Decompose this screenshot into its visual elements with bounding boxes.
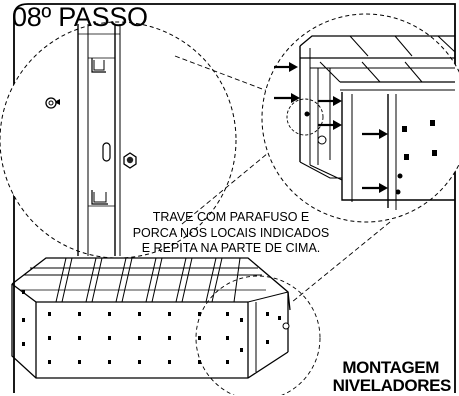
section-label-line-2: NIVELADORES xyxy=(332,376,452,395)
instruction-text: TRAVE COM PARAFUSO E PORCA NOS LOCAIS IN… xyxy=(88,210,374,257)
instruction-line-1: TRAVE COM PARAFUSO E xyxy=(152,210,310,224)
instruction-line-3: E REPITA NA PARTE DE CIMA. xyxy=(141,241,321,255)
step-title: 08º PASSO xyxy=(12,2,148,32)
page-frame xyxy=(13,3,456,393)
leader-line-right xyxy=(291,221,391,303)
section-label-line-1: MONTAGEM xyxy=(342,358,439,377)
detail-circle-bolt xyxy=(0,21,237,259)
instruction-line-2: PORCA NOS LOCAIS INDICADOS xyxy=(132,225,330,240)
full-frame-drawing xyxy=(11,257,321,395)
detail-circle-corner xyxy=(261,13,459,223)
